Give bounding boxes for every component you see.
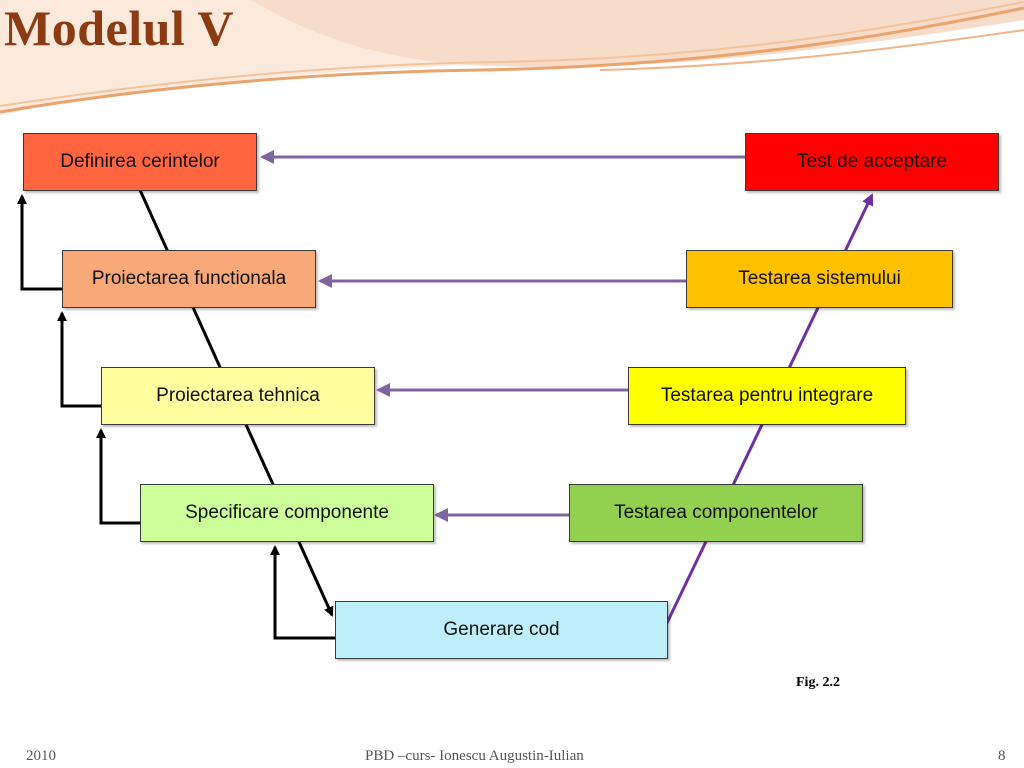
box-generare-cod: Generare cod [335,601,668,659]
feedback-arrow-1 [17,194,62,291]
box-label: Generare cod [443,619,560,640]
box-label: Proiectarea functionala [91,268,287,289]
feedback-arrow-2 [57,311,101,408]
box-proiectarea-tehnica: Proiectarea tehnica [101,367,375,425]
box-test-de-acceptare: Test de acceptare [745,133,999,191]
box-label: Proiectarea tehnica [156,385,320,406]
box-label: Testarea componentelor [614,502,818,523]
header-decoration [0,0,1024,115]
slide-title: Modelul V [4,0,234,56]
box-proiectarea-functionala: Proiectarea functionala [62,250,316,308]
box-label: Definirea cerintelor [60,151,220,172]
box-label: Testarea pentru integrare [660,385,874,406]
box-testarea-sistemului: Testarea sistemului [686,250,953,308]
box-specificare-componente: Specificare componente [140,484,434,542]
footer-year: 2010 [26,748,56,764]
box-label: Test de acceptare [797,151,947,172]
feedback-arrow-3 [96,428,140,525]
feedback-arrow-4 [270,545,335,640]
box-label: Specificare componente [185,502,389,523]
box-testarea-componentelor: Testarea componentelor [569,484,863,542]
footer-center-text: PBD –curs- Ionescu Augustin-Iulian [365,748,584,764]
box-testarea-pentru-integrare: Testarea pentru integrare [628,367,906,425]
footer-page-number: 8 [998,748,1006,764]
figure-caption: Fig. 2.2 [796,675,840,690]
box-definirea-cerintelor: Definirea cerintelor [23,133,257,191]
box-label: Testarea sistemului [738,268,901,289]
